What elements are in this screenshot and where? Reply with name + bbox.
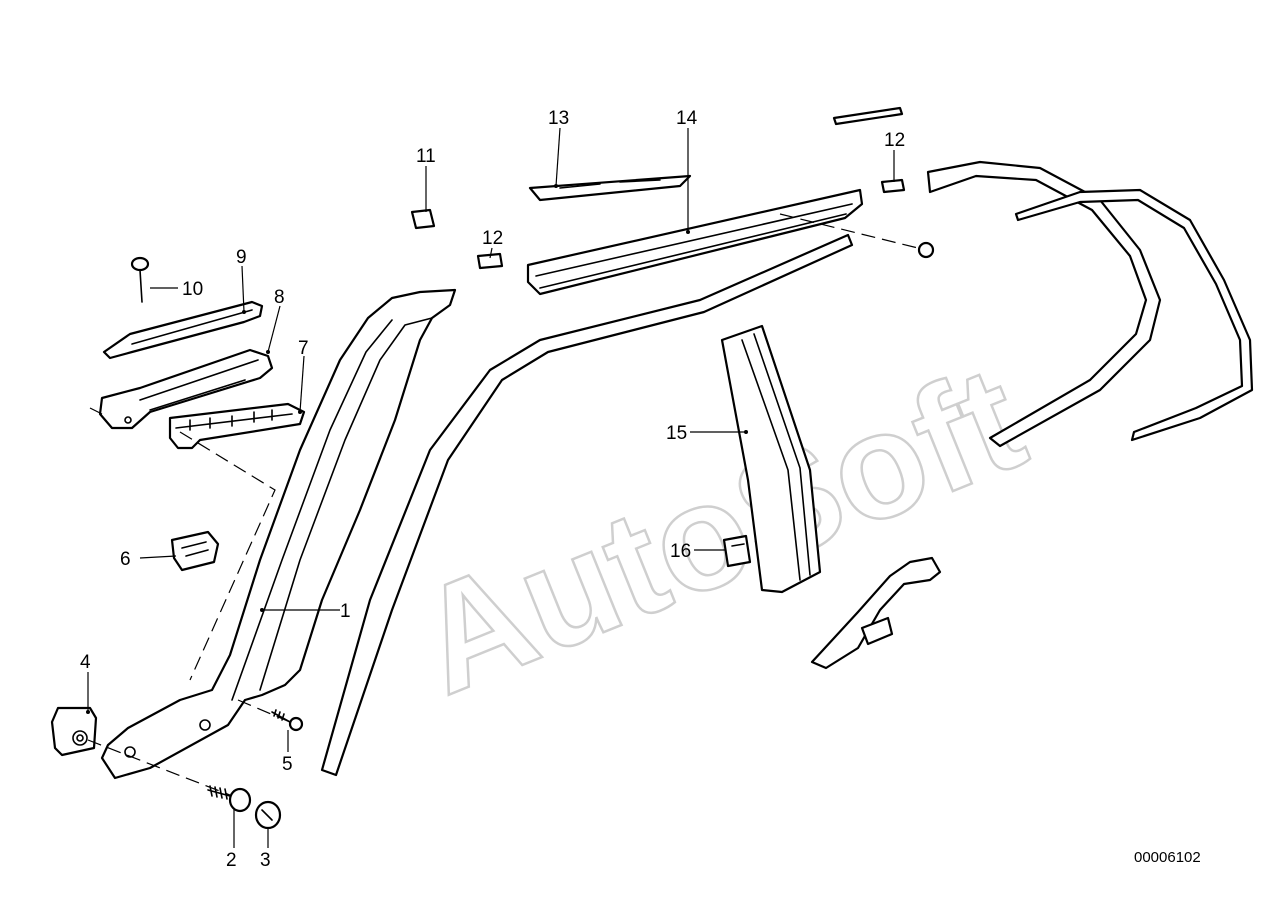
assembly-lines [87,213,935,796]
callout-labels: 1 2 3 4 5 6 7 8 9 10 11 12 12 13 14 15 1… [80,108,905,871]
grab-handle-part[interactable] [810,556,942,670]
callout-3: 3 [260,850,271,871]
callout-7: 7 [298,338,309,359]
handle-trim-part[interactable] [98,348,274,430]
clip-nut-part[interactable] [50,706,98,757]
callout-6: 6 [120,549,131,570]
trim-screw-part[interactable] [271,709,304,732]
retaining-clip-part[interactable] [170,530,220,572]
callout-4: 4 [80,652,91,673]
callout-15: 15 [666,423,687,444]
pillar-clip-part[interactable] [722,534,752,568]
seal-strip-part[interactable] [832,106,904,126]
cover-plate-part[interactable] [528,174,692,202]
callout-11: 11 [416,146,436,167]
b-pillar-trim-part[interactable] [720,324,822,594]
callout-1: 1 [340,601,351,622]
rail-clip-part-right[interactable] [880,178,906,194]
trim-bracket-part[interactable] [168,402,306,450]
rear-window-frame-part[interactable] [926,160,1254,448]
a-pillar-trim-part[interactable] [100,288,457,780]
callout-9: 9 [236,247,247,268]
callout-14: 14 [676,108,698,129]
document-number: 00006102 [1134,849,1201,866]
small-clip-part[interactable] [410,208,436,230]
roof-rail-trim-part[interactable] [526,188,864,296]
callout-5: 5 [282,754,293,775]
rail-clip-part-left[interactable] [476,252,504,270]
leader-lines [86,127,895,848]
callout-16: 16 [670,541,691,562]
callout-2: 2 [226,850,237,871]
cover-strip-part[interactable] [102,300,264,360]
callout-10: 10 [182,279,203,300]
callout-12-left: 12 [482,228,503,249]
callout-13: 13 [548,108,569,129]
screw-part[interactable] [207,785,252,813]
clip-screw-part[interactable] [130,256,150,303]
cover-cap-part[interactable] [254,800,282,830]
door-frame-seal-part[interactable] [320,233,854,777]
callout-12-right: 12 [884,130,905,151]
callout-8: 8 [274,287,285,308]
